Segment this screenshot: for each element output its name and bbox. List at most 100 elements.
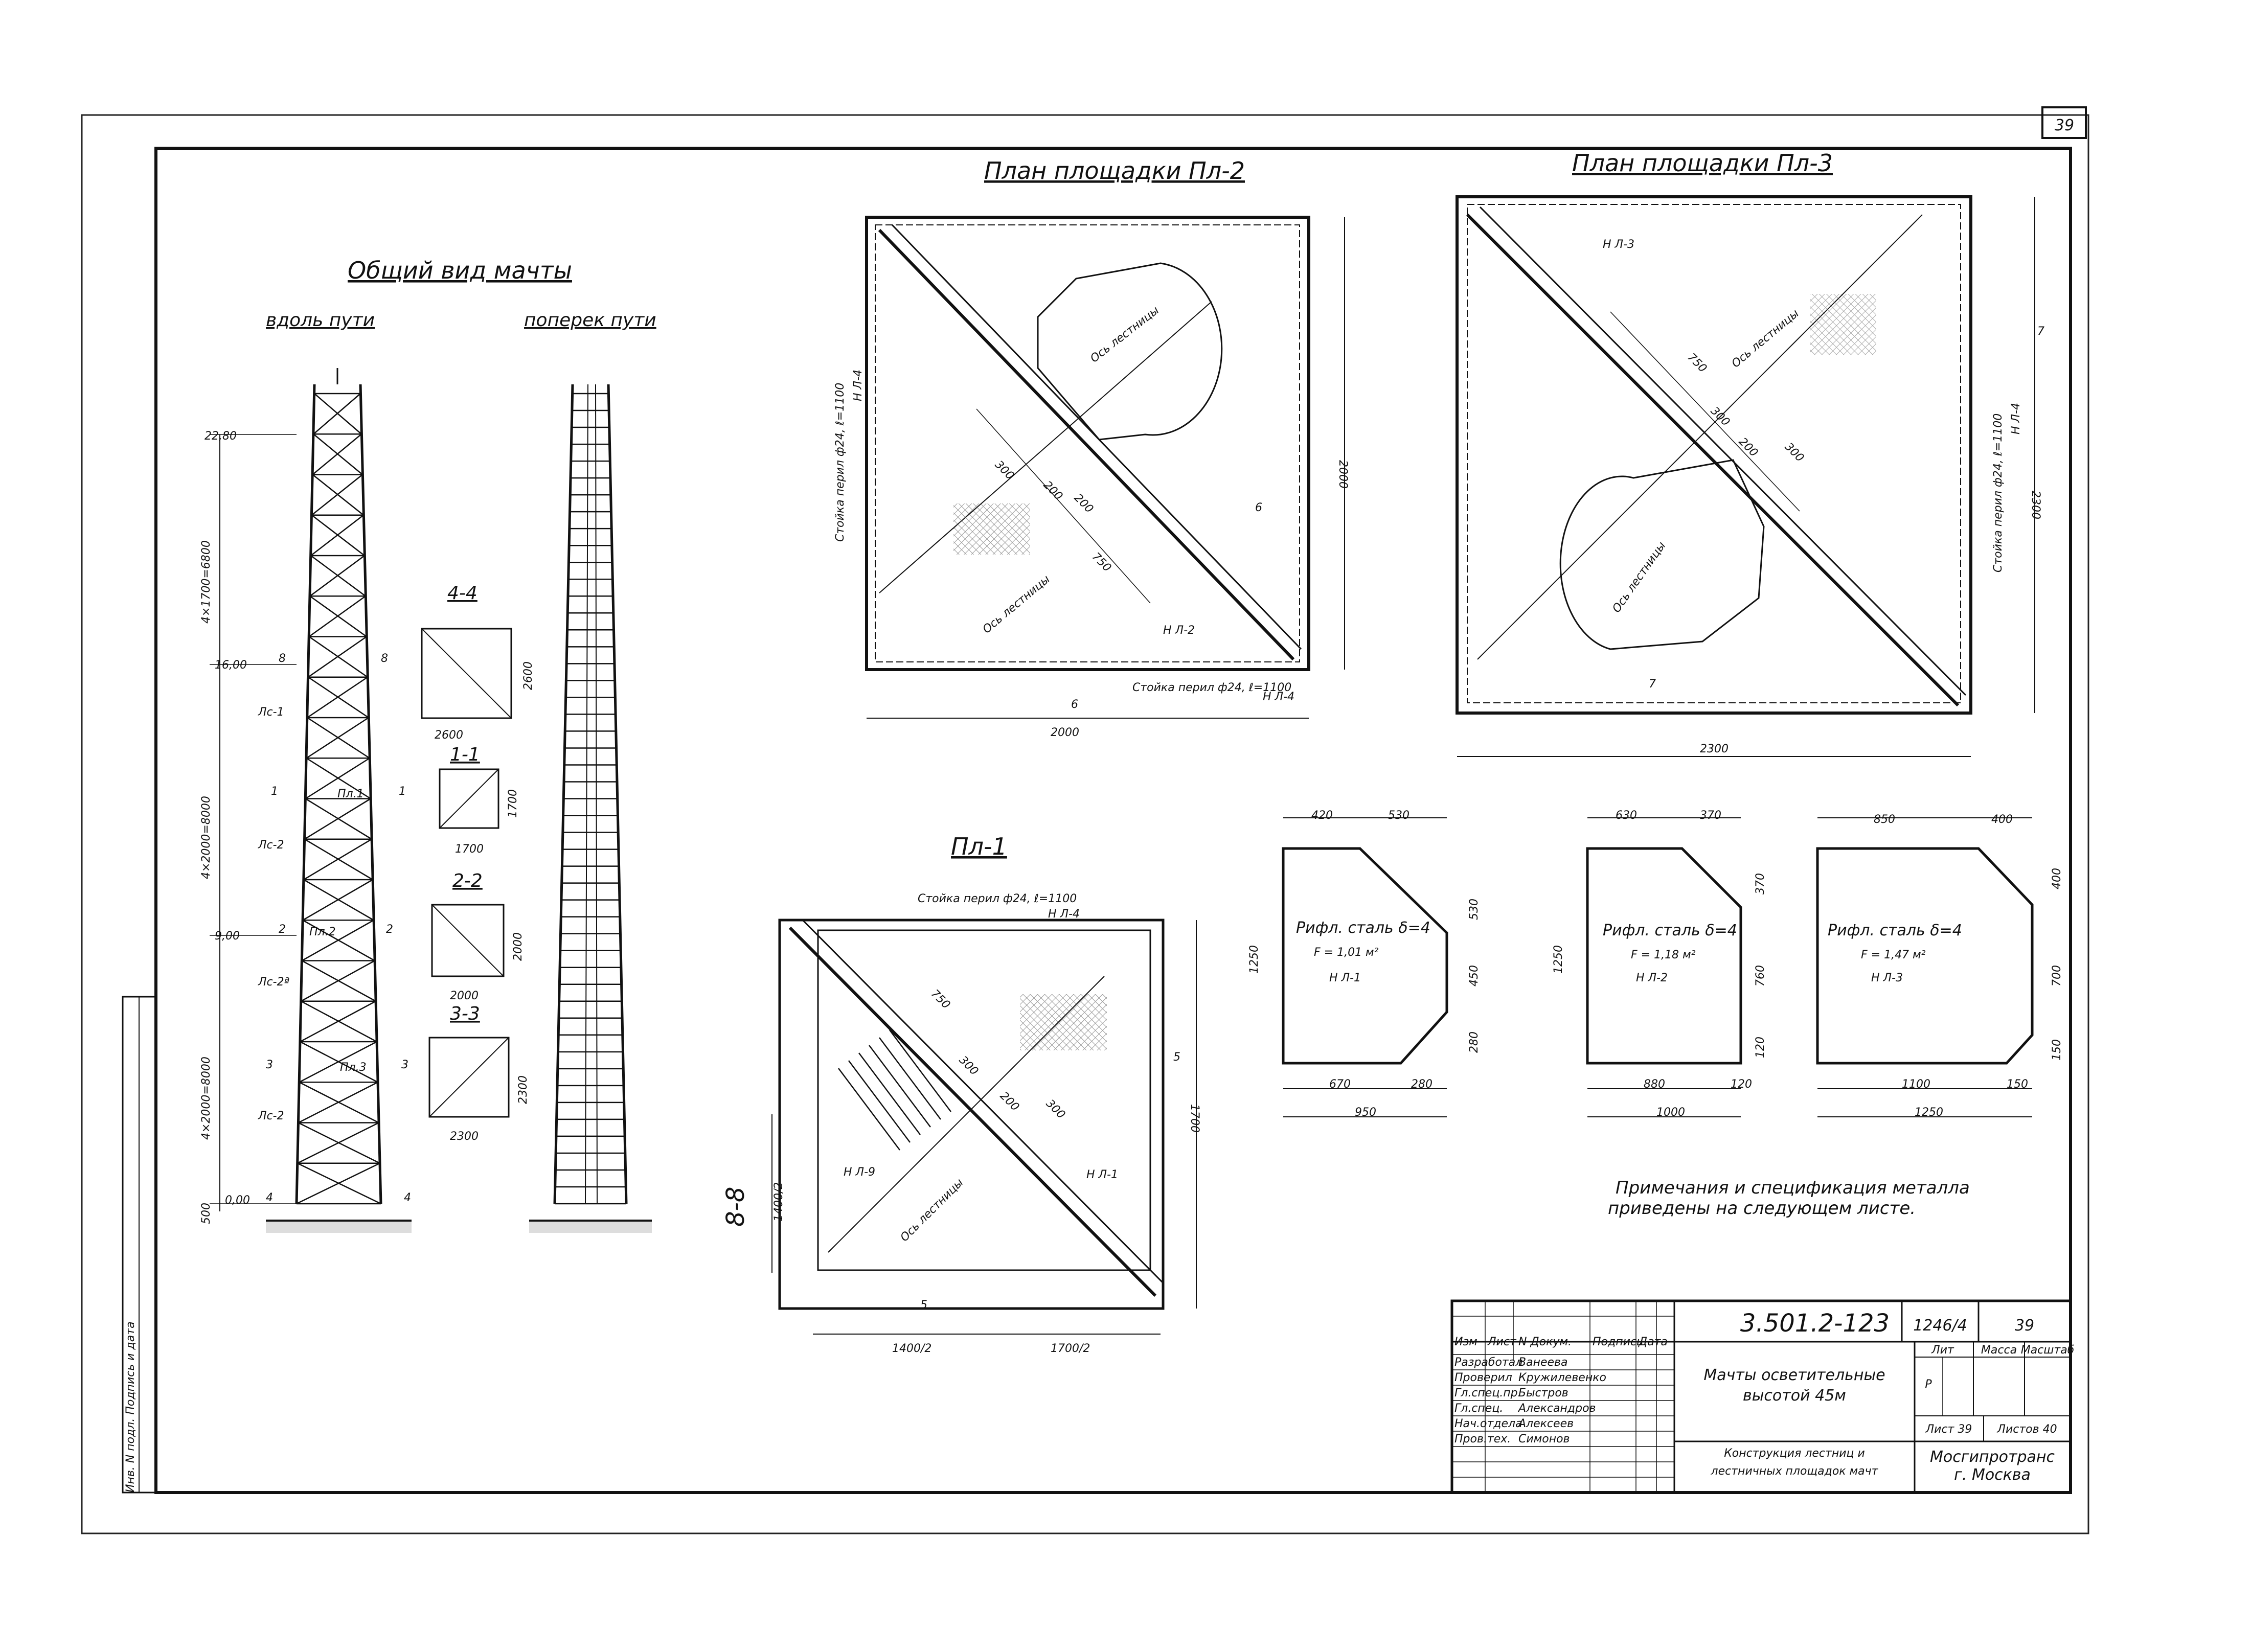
side-margin: Инв. N подл. Подпись и дата [122,996,157,1494]
outer-frame [81,114,2089,1534]
svg-text:Стойка перил ф24, ℓ=1100: Стойка перил ф24, ℓ=1100 [918,892,1077,905]
svg-text:2-2: 2-2 [452,870,483,891]
plate-detail-nl3: Рифл. сталь δ=4 F = 1,47 м² Н Л-3 850 40… [1816,813,2063,1119]
svg-text:530: 530 [1468,899,1481,920]
svg-text:2300: 2300 [2029,491,2042,519]
svg-text:400: 400 [1991,813,2013,826]
platform-label-3: Пл.3 [340,1061,367,1074]
stamp-hdr-5: Дата [1638,1336,1668,1348]
svg-text:280: 280 [1411,1078,1433,1091]
cut-mark-4-left: 4 [266,1191,273,1204]
mast-across-track [529,384,652,1233]
svg-text:F = 1,47 м²: F = 1,47 м² [1861,949,1926,961]
svg-text:Н Л-2: Н Л-2 [1636,972,1668,984]
svg-text:120: 120 [1754,1037,1767,1058]
svg-text:760: 760 [1754,965,1767,986]
svg-text:2300: 2300 [517,1075,530,1104]
segment-dim-3: 4×2000=8000 [200,1057,213,1140]
svg-text:2600: 2600 [435,729,463,742]
cut-mark-2-left: 2 [279,923,286,936]
cut-mark-3-left: 3 [266,1059,273,1071]
inner-frame [154,147,2072,1494]
svg-text:850: 850 [1874,813,1895,826]
section-2-2: 2-2 2000 2000 [431,870,525,1002]
stamp-mass-label: Масса [1981,1344,2017,1357]
svg-text:1700: 1700 [455,843,484,856]
mast-view-title: Общий вид мачты [348,257,572,284]
svg-text:5: 5 [1173,1051,1180,1064]
svg-text:Н Л-4: Н Л-4 [852,370,865,401]
stamp-name-4: Александров [1517,1402,1596,1415]
svg-text:Н Л-4: Н Л-4 [1048,908,1080,921]
svg-text:Н Л-9: Н Л-9 [844,1166,875,1179]
svg-text:Н Л-3: Н Л-3 [1603,238,1634,251]
svg-text:Н Л-1: Н Л-1 [1086,1168,1118,1181]
sheet-title-1: Конструкция лестниц и [1724,1447,1865,1460]
svg-text:950: 950 [1355,1106,1376,1119]
sheet-title-2: лестничных площадок мачт [1711,1465,1879,1478]
member-label-4: Лс-2 [258,1110,284,1122]
stamp-sheet-label: Лист 39 [1925,1423,1972,1436]
plan-pl3: План площадки Пл-3 Н Л-3 Ось лестницы Ос… [1456,149,2044,757]
plate-detail-nl1: Рифл. сталь δ=4 F = 1,01 м² Н Л-1 420 53… [1248,809,1481,1119]
elevation-dim-line [210,434,297,1211]
plan-pl3-title: План площадки Пл-3 [1572,149,1833,177]
stamp-role-4: Гл.спец. [1454,1402,1503,1415]
svg-text:280: 280 [1468,1031,1481,1053]
stair-treads [838,1029,951,1151]
stamp-name-6: Симонов [1518,1433,1570,1446]
elevation-2: 16,00 [215,659,247,672]
svg-text:7: 7 [2037,325,2044,338]
cut-mark-1-right: 1 [399,785,406,798]
svg-text:420: 420 [1311,809,1333,822]
svg-text:Рифл. сталь δ=4: Рифл. сталь δ=4 [1296,919,1430,937]
svg-text:F = 1,01 м²: F = 1,01 м² [1314,946,1379,959]
svg-text:370: 370 [1700,809,1721,822]
section-4-4: 4-4 2600 2600 [421,583,535,742]
plan-pl1-title: Пл-1 [951,833,1007,860]
note-line-1: Примечания и спецификация металла [1616,1178,1970,1198]
platform-label-1: Пл.1 [337,788,364,800]
svg-text:670: 670 [1329,1078,1351,1091]
svg-text:1100: 1100 [1902,1078,1930,1091]
svg-text:3-3: 3-3 [450,1003,480,1024]
svg-text:370: 370 [1754,873,1767,894]
svg-text:2300: 2300 [1700,743,1729,755]
member-label-3: Лс-2ª [258,976,289,989]
along-track-caption: вдоль пути [266,310,375,331]
svg-text:2000: 2000 [450,990,479,1002]
stamp-code: 3.501.2-123 [1740,1309,1890,1338]
stamp-role-1: Разработал [1454,1356,1522,1369]
section-1-1: 1-1 1700 1700 [439,744,519,856]
note-line-2: приведены на следующем листе. [1608,1198,1916,1219]
member-label-2: Лс-2 [258,839,284,852]
title-block [1450,1299,2072,1494]
base-dim: 500 [200,1203,213,1224]
svg-text:Стойка перил ф24, ℓ=1100: Стойка перил ф24, ℓ=1100 [1992,414,2005,572]
mast-general-view: Общий вид мачты вдоль пути поперек пути [200,257,656,1233]
svg-text:1700: 1700 [1188,1104,1201,1133]
svg-text:Н Л-4: Н Л-4 [1263,691,1294,703]
stamp-lit-label: Лит [1931,1344,1954,1357]
svg-text:630: 630 [1616,809,1637,822]
svg-text:Стойка перил ф24, ℓ=1100: Стойка перил ф24, ℓ=1100 [834,383,847,542]
platform-label-2: Пл.2 [309,926,336,938]
svg-text:700: 700 [2051,965,2063,986]
svg-text:880: 880 [1644,1078,1665,1091]
cut-mark-1-left: 1 [271,785,278,798]
segment-dim-1: 4×1700=6800 [200,540,213,624]
svg-text:450: 450 [1468,965,1481,986]
across-track-caption: поперек пути [524,310,656,331]
stamp-lit-value: Р [1925,1378,1932,1391]
svg-text:2000: 2000 [1051,726,1079,739]
stamp-scale-label: Масштаб [2021,1344,2075,1357]
cut-mark-2-right: 2 [386,923,393,936]
object-title-2: высотой 45м [1743,1387,1846,1405]
svg-text:1250: 1250 [1248,945,1261,974]
svg-text:2600: 2600 [522,661,535,690]
elevation-3: 9,00 [215,930,240,943]
svg-text:Рифл. сталь δ=4: Рифл. сталь δ=4 [1603,922,1737,939]
stamp-name-2: Кружилевенко [1518,1371,1606,1384]
stamp-role-2: Проверил [1454,1371,1512,1384]
